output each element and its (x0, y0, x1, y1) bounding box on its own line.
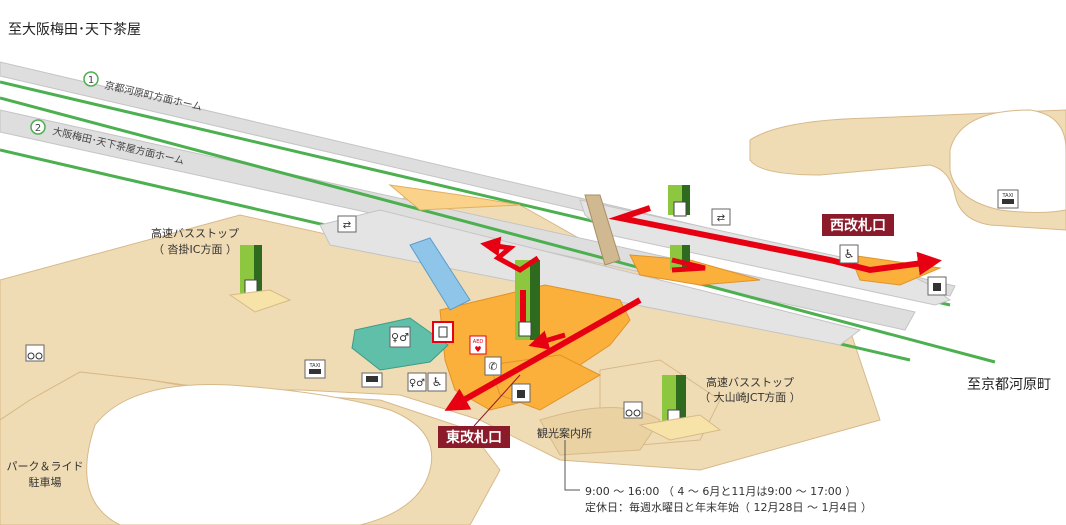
elevator-icon (228, 245, 292, 313)
info-desk-icon (927, 276, 947, 296)
elevators (228, 185, 722, 441)
toilet-icon: ♀♂ (389, 326, 411, 348)
bicycle-icon (25, 344, 45, 362)
svg-text:♀♂: ♀♂ (409, 378, 425, 389)
stairs-west (584, 194, 621, 266)
elevator-icon (668, 185, 690, 217)
bus-icon (361, 372, 383, 388)
bus-stop-left-title: 高速バスストップ (151, 226, 239, 240)
elevator-icon (638, 375, 722, 441)
ground-left-island (86, 384, 433, 525)
svg-text:西改札口: 西改札口 (830, 217, 886, 234)
svg-text:♀♂: ♀♂ (391, 331, 409, 344)
elevator-icon (670, 245, 690, 270)
wheelchair-icon: ♿ (427, 372, 447, 392)
direction-label-osaka: 至大阪梅田･天下茶屋 (8, 22, 141, 38)
bicycle-icon (623, 401, 643, 419)
wheelchair-icon: ♿ (839, 244, 859, 264)
phone-icon: ✆ (484, 356, 502, 376)
route-west-branch (671, 257, 706, 273)
info-desk-icon (511, 383, 531, 403)
route-west (608, 205, 942, 276)
locker-icon (432, 321, 454, 343)
route-east (444, 297, 642, 411)
tourist-info-closed: 定休日：毎週水曜日と年末年始（ 12月28日 ～ 1月4日 ） (585, 500, 872, 514)
platform-1-badge (83, 71, 99, 87)
ground-right-circle (949, 109, 1066, 213)
facility-icons: ♀♂ ♿ ♀♂ ♿ ✆ AED ♥ (25, 189, 1019, 419)
svg-text:TAXI: TAXI (1002, 193, 1014, 199)
elevator-icon (515, 260, 540, 340)
bus-stop-right-title: 高速バスストップ (706, 375, 794, 389)
route-mid (480, 236, 540, 273)
track-green-1 (0, 96, 996, 364)
svg-text:AED: AED (473, 339, 484, 345)
svg-text:⇄: ⇄ (717, 213, 725, 224)
svg-text:✆: ✆ (488, 360, 497, 373)
route-east-short (528, 330, 566, 350)
transfer-icon: ⇄ (711, 208, 731, 226)
restroom-family-icon: ♀♂ (407, 372, 427, 392)
transfer-icon: ⇄ (337, 215, 357, 233)
aed-icon: AED ♥ (469, 335, 487, 355)
svg-text:♥: ♥ (474, 345, 481, 354)
overpass-small-left (388, 184, 521, 211)
platform-2-number: 2 (35, 123, 41, 134)
svg-text:♿: ♿ (432, 375, 443, 389)
park-ride-label: パーク＆ライド (7, 460, 84, 473)
taxi-icon: TAXI (304, 359, 326, 379)
svg-text:⇄: ⇄ (343, 220, 351, 231)
svg-text:東改札口: 東改札口 (446, 429, 502, 446)
escalator (409, 237, 471, 311)
svg-text:TAXI: TAXI (309, 363, 321, 369)
overpass-east (319, 209, 862, 346)
platform-1-number: 1 (88, 75, 94, 86)
gate-label-west: 西改札口 (822, 214, 894, 236)
bus-stop-right-sub: （ 大山崎JCT方面 ） (699, 390, 801, 404)
gate-label-east: 東改札口 (438, 374, 521, 448)
routes (444, 205, 942, 411)
svg-text:♿: ♿ (844, 247, 855, 261)
taxi-icon: TAXI (997, 189, 1019, 209)
park-ride-label-2: 駐車場 (29, 475, 62, 489)
platform-2-badge (30, 119, 46, 135)
bus-stop-left-sub: （ 沓掛IC方面 ） (153, 242, 237, 256)
direction-label-kyoto: 至京都河原町 (967, 377, 1051, 393)
tourist-info-leader (564, 440, 580, 491)
tourist-info-hours: 9:00 ～ 16:00 （ 4 ～ 6月と11月は9:00 ～ 17:00 ） (585, 485, 856, 498)
tourist-info-label: 観光案内所 (537, 426, 592, 440)
